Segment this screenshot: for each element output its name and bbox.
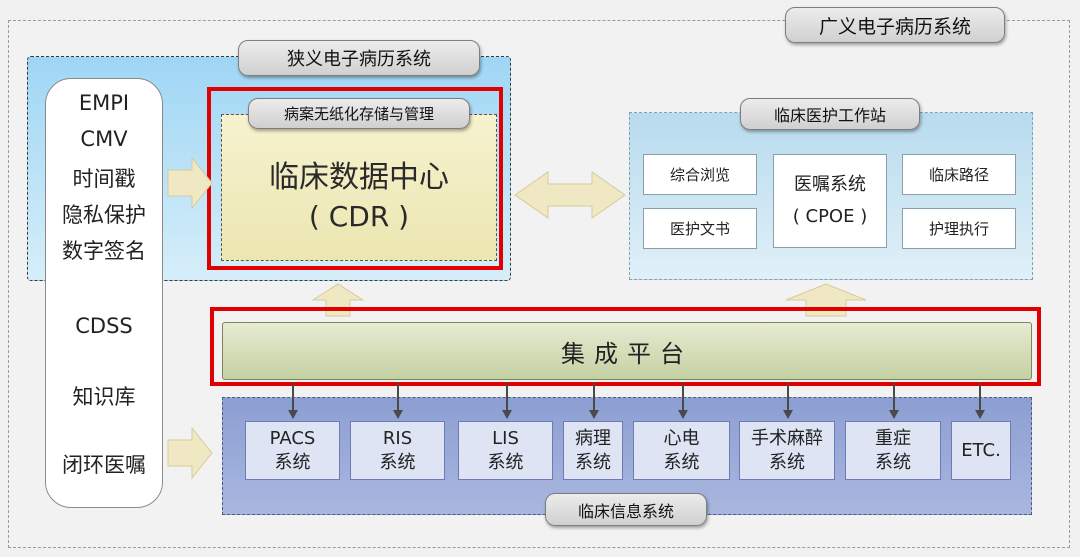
cis-item-pathology: 病理 系统: [563, 421, 623, 480]
connector-ris-head: [393, 410, 403, 419]
column-item-cmv: CMV: [80, 127, 128, 151]
column-item-signature: 数字签名: [62, 239, 146, 263]
connector-etc-head: [975, 410, 985, 419]
cdr-title: 临床数据中心: [269, 160, 449, 195]
cis-item-line2: 系统: [487, 451, 524, 473]
cdr-box: [221, 114, 497, 261]
connector-lis-head: [502, 410, 512, 419]
cis-item-ecg: 心电 系统: [633, 421, 730, 480]
column-item-timestamp: 时间戳: [72, 167, 136, 191]
ws-cpoe-line2: ( CPOE ): [792, 206, 868, 227]
ws-cpoe-line1: 医嘱系统: [794, 174, 866, 195]
connector-anesthesia: [787, 382, 789, 413]
paperless-title: 病案无纸化存储与管理: [248, 98, 470, 129]
ws-item-pathway: 临床路径: [902, 154, 1016, 195]
cis-item-line1: LIS: [492, 427, 519, 449]
cis-item-line1: RIS: [382, 427, 413, 449]
connector-etc: [979, 382, 981, 413]
cis-item-line1: 手术麻醉: [751, 427, 823, 449]
broad-emr-title: 广义电子病历系统: [785, 7, 1005, 43]
ws-item-documents: 医护文书: [643, 208, 757, 249]
narrow-emr-title: 狭义电子病历系统: [238, 40, 480, 76]
ws-item-browse: 综合浏览: [643, 154, 757, 195]
cis-item-line1: PACS: [269, 427, 316, 449]
cis-item-line1: ETC.: [961, 439, 1001, 461]
ws-item-cpoe: 医嘱系统 ( CPOE ): [773, 154, 887, 248]
cis-item-line2: 系统: [274, 451, 311, 473]
cis-item-etc: ETC.: [951, 421, 1011, 480]
cis-item-line1: 病理: [575, 427, 611, 449]
connector-anesthesia-head: [783, 410, 793, 419]
connector-ecg-head: [678, 410, 688, 419]
cis-item-line2: 系统: [875, 451, 911, 473]
cis-item-ris: RIS 系统: [350, 421, 445, 480]
column-item-empi: EMPI: [78, 91, 130, 115]
support-column: EMPI CMV 时间戳 隐私保护 数字签名 CDSS 知识库 闭环医嘱: [45, 78, 163, 508]
cis-item-line1: 重症: [875, 427, 911, 449]
clinical-info-system-title: 临床信息系统: [545, 493, 707, 526]
connector-pathology-head: [589, 410, 599, 419]
connector-icu-head: [889, 410, 899, 419]
connector-pathology: [593, 382, 595, 413]
cis-item-lis: LIS 系统: [458, 421, 553, 480]
cis-item-line2: 系统: [379, 451, 416, 473]
cis-item-line2: 系统: [663, 451, 700, 473]
clinical-workstation-title: 临床医护工作站: [740, 98, 920, 130]
integration-platform: 集成平台: [222, 322, 1032, 380]
column-item-closed-loop: 闭环医嘱: [62, 453, 146, 477]
platform-highlight-frame: [210, 307, 1041, 386]
cis-item-line1: 心电: [663, 427, 700, 449]
connector-icu: [893, 382, 895, 413]
column-item-cdss: CDSS: [75, 314, 133, 338]
connector-ris: [397, 382, 399, 413]
cis-item-anesthesia: 手术麻醉 系统: [739, 421, 835, 480]
cdr-highlight-frame: [207, 87, 503, 270]
cis-item-line2: 系统: [769, 451, 805, 473]
connector-pacs: [292, 382, 294, 413]
cis-item-icu: 重症 系统: [845, 421, 941, 480]
cis-item-line2: 系统: [575, 451, 611, 473]
column-item-knowledge-base: 知识库: [72, 385, 136, 409]
connector-lis: [506, 382, 508, 413]
cis-item-pacs: PACS 系统: [245, 421, 340, 480]
connector-pacs-head: [288, 410, 298, 419]
column-item-privacy: 隐私保护: [62, 203, 146, 227]
connector-ecg: [682, 382, 684, 413]
ws-item-nursing: 护理执行: [902, 208, 1016, 249]
cdr-subtitle: ( CDR ): [308, 200, 410, 233]
